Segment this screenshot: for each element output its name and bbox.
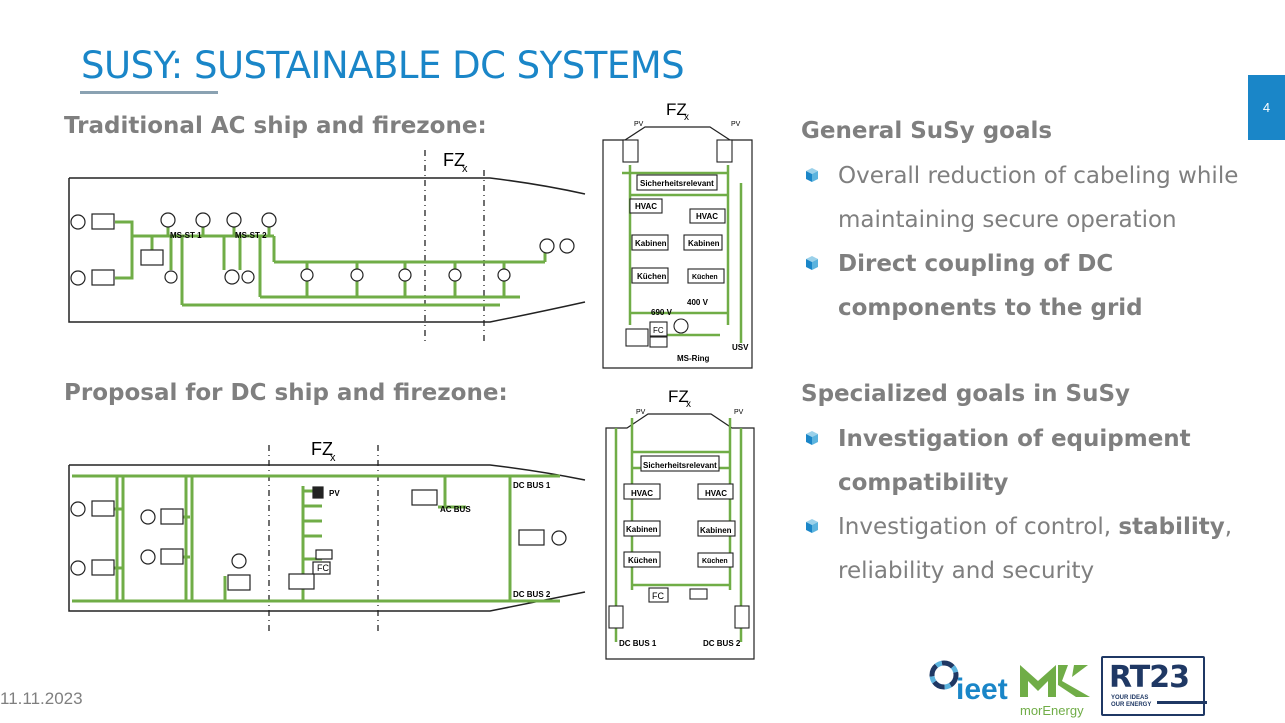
ac-firezone-diagram: FZ x PV PV Sicherheitsrelevant HVAC HVAC… (602, 100, 753, 369)
dcfz-fc: FC (652, 591, 664, 601)
footer-date: 11.11.2023 (0, 689, 83, 708)
cube-bullet-icon (806, 431, 818, 445)
acfz-kitchen1: Küchen (637, 272, 666, 281)
dcfz-hvac2: HVAC (705, 489, 727, 498)
acfz-cabins2: Kabinen (688, 239, 720, 248)
dc-ship-heading: Proposal for DC ship and firezone: (64, 380, 508, 406)
list-item: Investigation of equipment compatibility (805, 417, 1245, 505)
acfz-sub: x (684, 112, 689, 123)
cube-bullet-icon (806, 168, 818, 182)
acfz-cabins1: Kabinen (635, 239, 667, 248)
page-title: SUSY: SUSTAINABLE DC SYSTEMS (81, 44, 685, 87)
dc-ac-bus-label: AC BUS (440, 505, 471, 514)
general-goals-heading: General SuSy goals (801, 118, 1053, 144)
acfz-400v: 400 V (687, 298, 709, 307)
specialized-goals-list: Investigation of equipment compatibility… (805, 417, 1245, 593)
acfz-pv-right: PV (731, 121, 741, 128)
mor-energy-text: morEnergy (1020, 703, 1084, 718)
general-goals-list: Overall reduction of cabeling while main… (805, 154, 1245, 330)
dcfz-cabins1: Kabinen (626, 525, 658, 534)
specialized-goal-2a: Investigation of control, (838, 514, 1119, 540)
general-goal-1: Overall reduction of cabeling while main… (838, 163, 1239, 233)
ac-ms-st2: MS-ST 2 (235, 231, 267, 240)
specialized-goal-1: Investigation of equipment compatibility (838, 426, 1191, 496)
acfz-safety: Sicherheitsrelevant (640, 179, 714, 188)
acfz-kitchen2: Küchen (692, 274, 718, 281)
dc-firezone-diagram: FZ x PV PV Sicherheitsrelevant HVAC HVAC… (605, 387, 755, 660)
title-underline (80, 91, 218, 94)
mor-energy-logo: morEnergy (1020, 665, 1090, 718)
list-item: Overall reduction of cabeling while main… (805, 154, 1245, 242)
acfz-pv-left: PV (634, 121, 644, 128)
acfz-690v: 690 V (651, 308, 673, 317)
dcfz-bus1: DC BUS 1 (619, 639, 657, 648)
ieet-text: ieet (956, 673, 1008, 705)
dc-bus2-label: DC BUS 2 (513, 590, 551, 599)
specialized-goal-2-bold: stability (1118, 514, 1225, 540)
specialized-goals-heading: Specialized goals in SuSy (801, 381, 1131, 407)
acfz-usv: USV (732, 343, 749, 352)
cube-bullet-icon (806, 256, 818, 270)
acfz-label: FZ (666, 100, 687, 119)
page-number-badge: 4 (1248, 75, 1285, 140)
rt23-text: RT23 (1109, 660, 1190, 695)
acfz-hvac1: HVAC (635, 202, 657, 211)
ac-ship-heading: Traditional AC ship and firezone: (64, 113, 487, 139)
ac-ms-st1: MS-ST 1 (170, 231, 202, 240)
dcfz-bus2: DC BUS 2 (703, 639, 741, 648)
dcfz-kitchen1: Küchen (628, 556, 657, 565)
dc-ship-diagram: FZ x PV FC AC BUS DC BU (68, 439, 586, 633)
general-goal-2: Direct coupling of DC components to the … (838, 251, 1143, 321)
dcfz-pv-left: PV (636, 409, 646, 416)
cube-bullet-icon (806, 519, 818, 533)
dcfz-safety: Sicherheitsrelevant (643, 461, 717, 470)
dcfz-hvac1: HVAC (631, 489, 653, 498)
dc-fz-label: FZ (311, 439, 333, 459)
rt23-tagline-1: YOUR IDEAS (1111, 695, 1149, 701)
dcfz-label: FZ (668, 387, 689, 406)
list-item: Direct coupling of DC components to the … (805, 242, 1245, 330)
dcfz-pv-right: PV (734, 409, 744, 416)
ieet-logo: ieet (929, 660, 1008, 705)
specialized-goal-2b: , reliability and security (838, 514, 1233, 584)
dc-fz-sub: x (330, 452, 336, 464)
dc-fc-label: FC (317, 563, 329, 573)
rt23-logo: RT23 YOUR IDEAS OUR ENERGY (1101, 656, 1207, 716)
dc-pv-label: PV (329, 489, 340, 498)
dcfz-sub: x (686, 399, 691, 410)
ac-fz-label: FZ (443, 150, 465, 170)
dcfz-cabins2: Kabinen (700, 526, 732, 535)
rt23-tagline-2: OUR ENERGY (1111, 702, 1152, 708)
acfz-hvac2: HVAC (696, 212, 718, 221)
acfz-ms-ring: MS-Ring (677, 354, 710, 363)
rt23-line (1157, 701, 1207, 704)
dcfz-kitchen2: Küchen (702, 558, 728, 565)
acfz-fc: FC (653, 326, 664, 335)
list-item: Investigation of control, stability, rel… (805, 505, 1245, 593)
ac-fz-sub: x (462, 163, 468, 175)
ac-ship-diagram: FZ x (68, 150, 586, 345)
dc-bus1-label: DC BUS 1 (513, 481, 551, 490)
